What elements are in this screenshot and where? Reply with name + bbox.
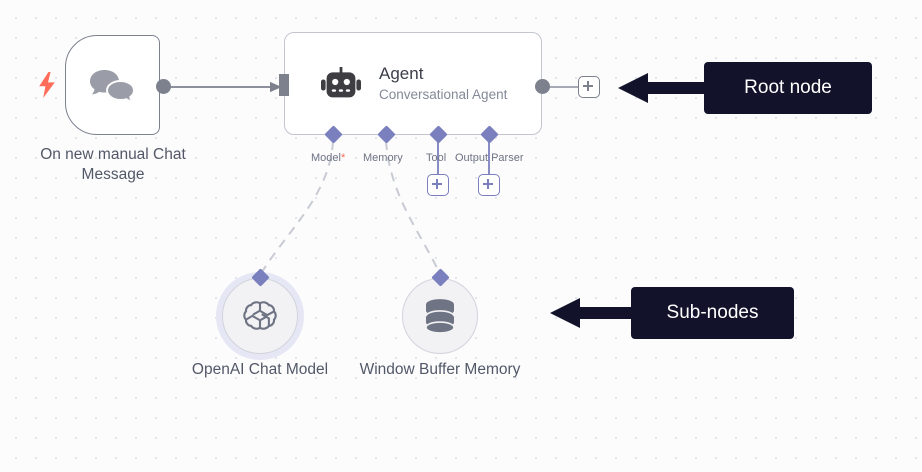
- node-agent[interactable]: Agent Conversational Agent: [284, 32, 542, 135]
- node-window-buffer-memory-label: Window Buffer Memory: [359, 361, 521, 378]
- trigger-output-connector[interactable]: [156, 79, 171, 94]
- add-tool-node-button[interactable]: [427, 174, 449, 196]
- agent-output-connector[interactable]: [535, 79, 550, 94]
- add-output-parser-node-button[interactable]: [478, 174, 500, 196]
- agent-input-connector[interactable]: [279, 74, 289, 96]
- port-label-model-text: Model: [311, 152, 341, 164]
- root-node-callout: Root node: [704, 62, 872, 114]
- node-window-buffer-memory[interactable]: [402, 278, 478, 354]
- required-marker-icon: *: [340, 152, 346, 164]
- node-openai-chat-model-label: OpenAI Chat Model: [191, 361, 329, 378]
- root-node-callout-arrow: [618, 73, 723, 103]
- robot-icon: [321, 66, 361, 97]
- agent-port-label-model: Model*: [311, 152, 345, 164]
- agent-node-content: Agent Conversational Agent: [285, 33, 541, 134]
- agent-port-label-memory: Memory: [363, 152, 403, 164]
- agent-output-add-node-button[interactable]: [578, 76, 600, 98]
- openai-logo-icon: [243, 301, 277, 330]
- database-stack-icon: [425, 299, 455, 334]
- chat-bubbles-icon: [90, 70, 135, 103]
- agent-port-label-output-parser: Output Parser: [455, 152, 524, 164]
- node-trigger-label: On new manual Chat Message: [40, 146, 186, 183]
- agent-subtitle: Conversational Agent: [379, 86, 508, 102]
- agent-text-block: Agent Conversational Agent: [379, 64, 507, 104]
- node-openai-chat-model[interactable]: [222, 278, 298, 354]
- lightning-bolt-icon: [39, 72, 55, 98]
- sub-nodes-callout: Sub-nodes: [631, 287, 794, 339]
- agent-port-label-tool: Tool: [426, 152, 447, 164]
- sub-nodes-callout-text: Sub-nodes: [666, 302, 759, 323]
- sub-nodes-callout-arrow: [550, 298, 650, 328]
- root-node-callout-text: Root node: [744, 77, 832, 98]
- agent-title: Agent: [379, 63, 424, 83]
